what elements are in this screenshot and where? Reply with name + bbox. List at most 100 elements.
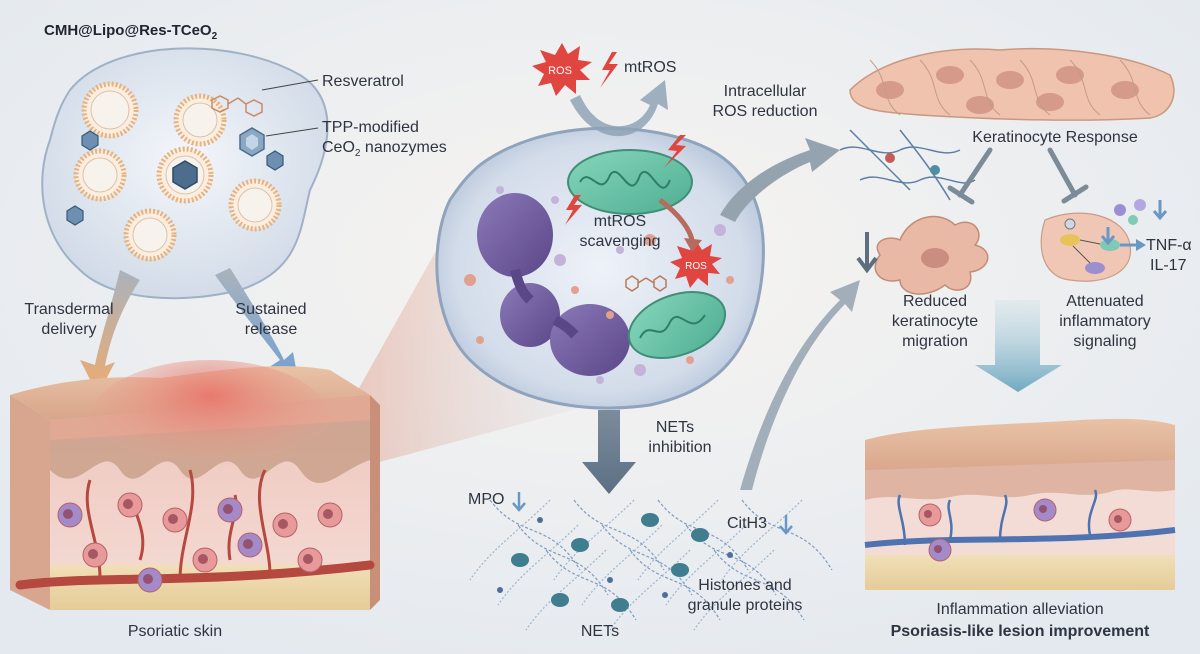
intracellular-label-1: Intracellular [723,83,807,100]
nets-feedback-arrow [740,280,860,490]
keratinocyte-nucleus [966,96,994,114]
lightning-icon-3 [565,195,582,225]
immune-cells-group [57,492,343,593]
sustained-label-1: Sustained [235,301,307,318]
granules-group [464,186,734,384]
ros-burst-icon [532,43,592,96]
sustained-label-2: release [244,321,298,338]
dna-fiber [629,549,721,621]
scavenging-label-1: mtROS [593,213,647,230]
tnf-label: TNF-α [1146,237,1192,254]
cith3-down-icon [779,515,793,535]
to-keratinocyte-arrow [720,138,840,222]
ceo2-nanozyme-icon [66,205,84,226]
keratinocyte-response-label: Keratinocyte Response [972,129,1138,146]
reduced-label-3: migration [902,333,968,350]
transdermal-arrow [80,270,140,395]
histone-icon [511,553,529,567]
granule [476,336,484,344]
granule [496,186,504,194]
inflammation-alleviation-label: Inflammation alleviation [936,601,1104,618]
granule [634,364,646,376]
keratinocyte-nucleus [996,71,1024,89]
attenuated-label-1: Attenuated [1066,293,1144,310]
tpp-leader-line [265,127,319,137]
keratinocyte-nucleus [1111,81,1139,99]
transdermal-label-1: Transdermal [24,301,114,318]
resveratrol-leader-line [261,79,319,91]
histone-icon [691,528,709,542]
histone-icon [641,513,659,527]
histone-icon [551,593,569,607]
mito-ros-arrow [658,198,695,241]
il17-label: IL-17 [1150,257,1187,274]
ceo2-nanozyme-icon [266,150,284,171]
healed-cells-group [918,498,1132,562]
inhibition-bar-icon-2 [1047,147,1089,204]
sustained-arrow [215,268,300,390]
lightning-icon [600,52,618,88]
dna-cluster-icon [839,129,976,201]
mitochondrion-icon-2 [627,291,727,359]
granule [571,286,579,294]
mpo-down-icon [512,492,526,512]
healed-skin-block [864,418,1176,590]
nets-inhibition-label-1: NETs [655,419,695,436]
granule-protein [537,517,543,523]
granule [596,376,604,384]
cytokine-dots-icon [1114,199,1146,225]
product-name: CMH@Lipo@Res-TCeO2 [44,22,218,42]
histone-icon [571,538,589,552]
ros-label: ROS [548,65,572,77]
ros-export-arrow [570,80,668,137]
granule [714,224,726,236]
granule [551,196,559,204]
ceo2-core-icon [172,160,198,190]
intracellular-label-2: ROS reduction [712,103,818,120]
lightning-icon-2 [664,135,686,168]
attenuated-label-3: signaling [1073,333,1137,350]
resveratrol-molecule-icon-cell [625,275,667,292]
mtros-label: mtROS [624,59,677,76]
nets-inhibition-arrow [582,410,636,494]
keratinocyte-nucleus [936,66,964,84]
ceo2-nanozyme-icon [239,127,265,157]
granule [644,234,656,246]
migrating-keratinocyte [874,215,989,295]
reduced-label-1: Reduced [902,293,968,310]
granule [686,356,694,364]
inhibition-bar-icon [947,147,993,205]
dna-fiber [601,524,693,596]
nets-label: NETs [580,623,620,640]
granule-protein [497,587,503,593]
reduced-label-2: keratinocyte [891,313,979,330]
keratinocyte-nucleus [876,81,904,99]
improvement-arrow [975,300,1062,392]
dna-fiber [489,499,581,571]
attenuated-label-2: inflammatory [1059,313,1151,330]
dna-fiber [713,549,805,621]
dna-fiber [545,549,637,621]
granule [554,254,566,266]
dna-fiber [573,499,665,571]
histone-icon [671,563,689,577]
ceo2-nanozyme-icon [81,130,99,151]
keratinocyte-nucleus [1036,93,1064,111]
histones-label-2: granule proteins [687,597,803,614]
mito-ros-arrowhead [684,238,702,252]
lesion-improvement-label: Psoriasis-like lesion improvement [890,623,1150,640]
granule [464,274,476,286]
histone-icon [611,598,629,612]
ros-burst-icon-2 [670,240,722,288]
mitochondrion-icon [567,149,693,215]
resveratrol-molecule-icon [211,95,263,117]
granule-protein [607,577,613,583]
cith3-label: CitH3 [727,515,768,532]
nucleus-icon [477,193,630,376]
granule [606,311,614,319]
keratinocyte-nucleus [1056,66,1084,84]
tpp-label-line1: TPP-modified [322,119,419,136]
transdermal-label-2: delivery [41,321,97,338]
